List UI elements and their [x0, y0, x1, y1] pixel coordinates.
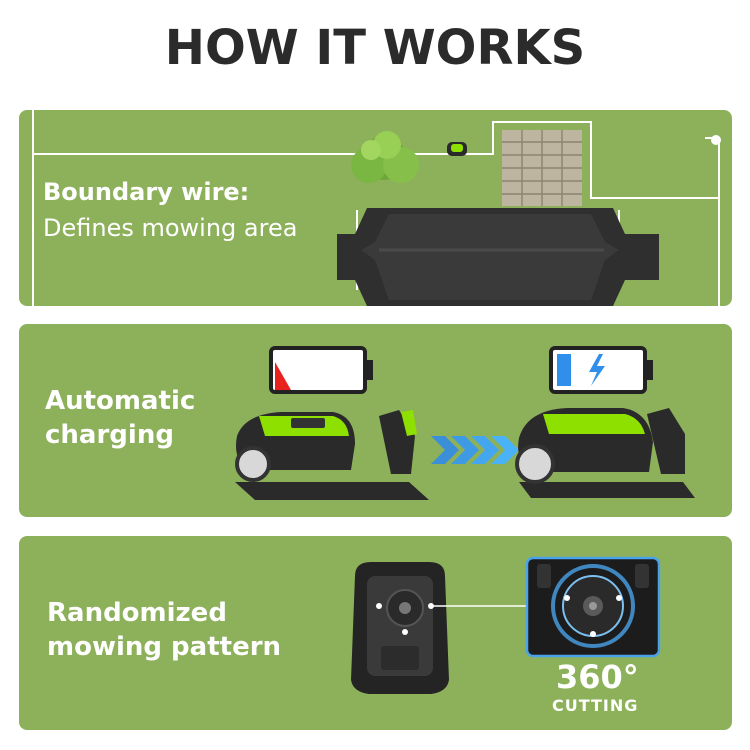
battery-low-icon — [269, 346, 373, 394]
section-title-line1: Randomized — [47, 598, 227, 628]
mower-charged-icon — [515, 408, 695, 498]
randomized-pattern-panel: Randomized mowing pattern 360 — [19, 536, 732, 730]
boundary-wire-panel: Boundary wire: Defines mowing area — [19, 110, 732, 306]
section-title-line2: mowing pattern — [47, 632, 282, 662]
cutting-disc-icon — [525, 556, 661, 658]
battery-charging-icon — [549, 346, 653, 394]
section-title-line2: charging — [45, 420, 174, 450]
section-title: Boundary wire: — [43, 178, 250, 206]
driveway-icon — [337, 208, 659, 306]
section-title-line1: Automatic — [45, 386, 196, 416]
wire-connector-icon — [711, 135, 721, 145]
lightning-bolt-icon — [589, 354, 605, 386]
mower-small-icon — [447, 142, 467, 156]
cutting-caption: CUTTING — [552, 696, 639, 715]
bush-icon — [351, 131, 419, 183]
cutting-illustration — [351, 556, 661, 694]
cutting-degree-value: 360° — [556, 658, 639, 696]
section-description: Defines mowing area — [43, 214, 298, 242]
page-title: HOW IT WORKS — [164, 20, 586, 76]
chevron-right-icon — [431, 436, 519, 464]
mower-docking-icon — [235, 410, 429, 500]
automatic-charging-panel: Automatic charging — [19, 324, 732, 517]
mower-underside-icon — [351, 562, 449, 694]
boundary-illustration — [32, 110, 721, 306]
paving-icon — [502, 130, 582, 206]
charging-illustration — [235, 346, 695, 500]
